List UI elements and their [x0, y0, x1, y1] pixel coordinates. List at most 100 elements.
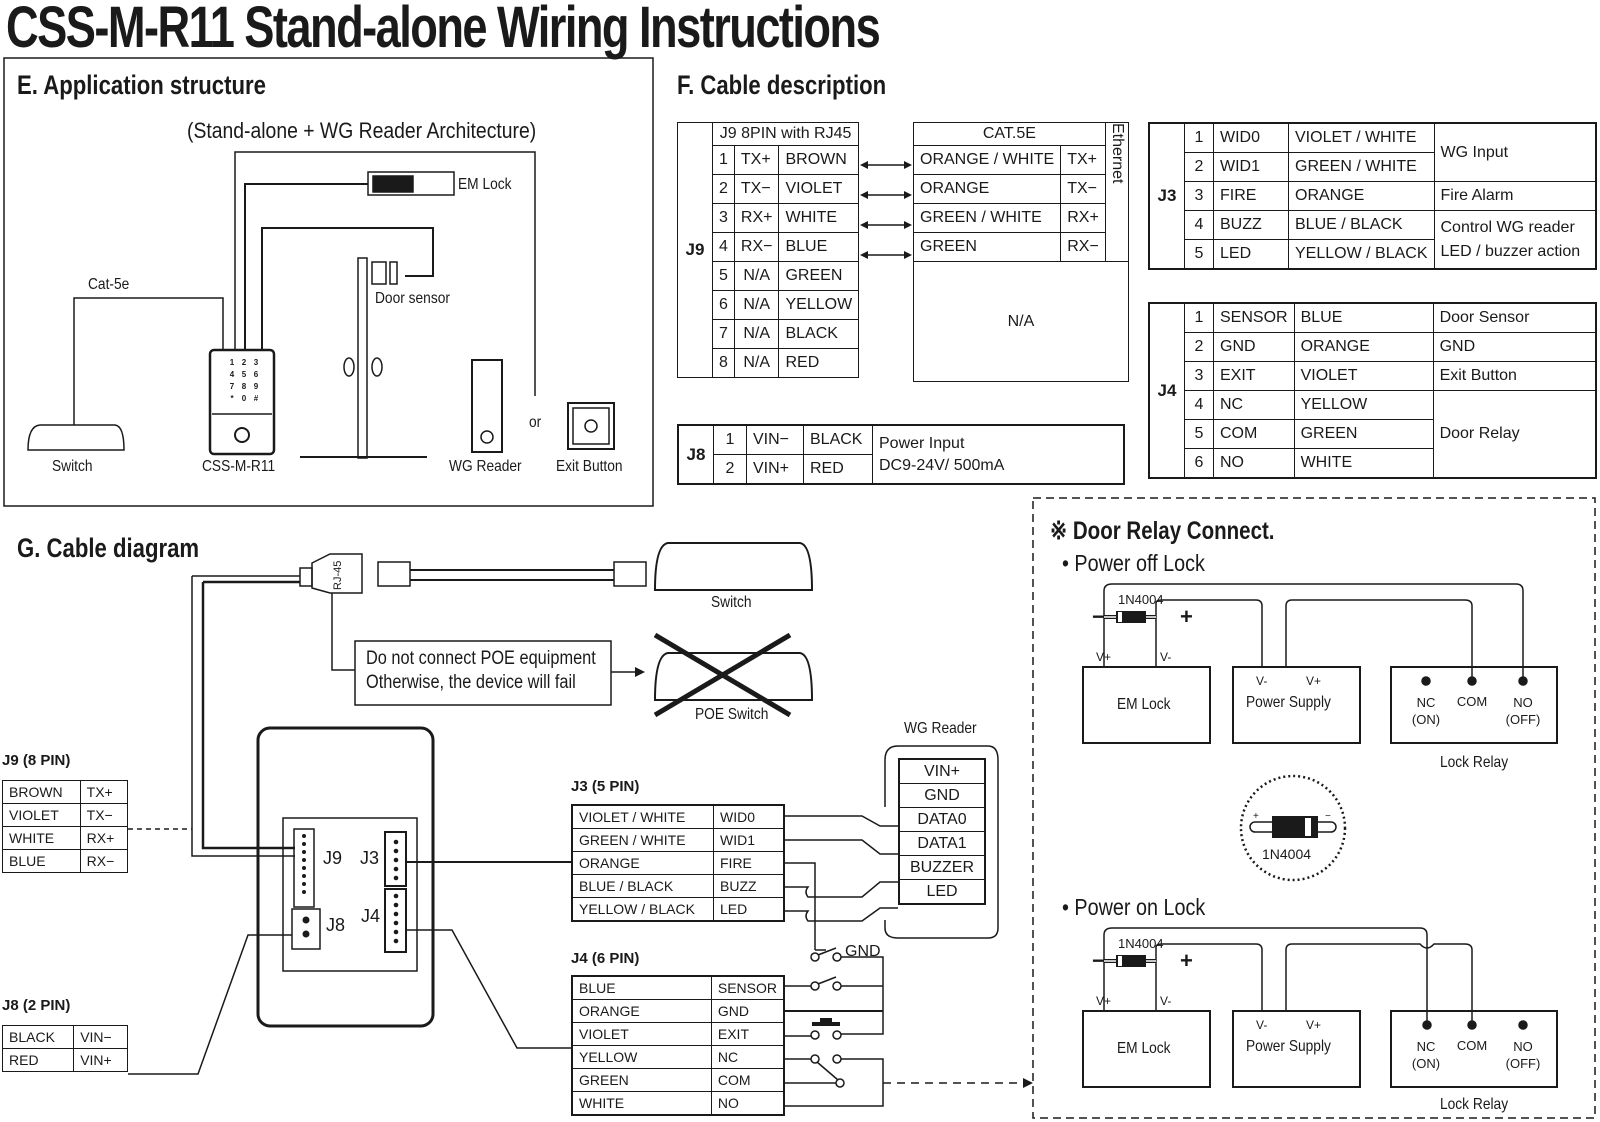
section-e-heading: E. Application structure	[17, 70, 266, 100]
wire-color: ORANGE	[1288, 181, 1435, 211]
relay-nc: NC(ON)	[1406, 1038, 1446, 1072]
signal: VIN−	[73, 1025, 128, 1049]
no-label: NO	[1513, 1039, 1533, 1054]
diode-detail-circle	[1239, 774, 1347, 882]
signal: NO	[1213, 448, 1295, 479]
section-g-heading: G. Cable diagram	[17, 533, 200, 563]
rj45-nub	[299, 567, 313, 587]
wg-reader-button-e	[480, 430, 494, 444]
wg-reader-body-e	[471, 359, 503, 453]
switch-label-g: Switch	[711, 594, 752, 611]
diode-plus: +	[1180, 604, 1193, 629]
wg-reader-label: WG Reader	[449, 458, 522, 475]
no-sub: (OFF)	[1505, 712, 1541, 727]
signal: WID1	[1213, 152, 1289, 182]
section-f-heading: F. Cable description	[677, 70, 887, 100]
wire-color: BLUE / BLACK	[1288, 210, 1435, 240]
em-lock-core	[372, 175, 414, 193]
exit-button-label: Exit Button	[556, 458, 623, 475]
wire-color: BROWN	[778, 145, 860, 175]
wg-pin: VIN+	[898, 758, 986, 784]
wire-color: WHITE	[1293, 448, 1434, 479]
board-label-j3: J3	[360, 848, 380, 868]
signal: NC	[1213, 390, 1295, 420]
signal: N/A	[733, 319, 780, 349]
nc-sub: (ON)	[1411, 712, 1441, 727]
board-label-j8: J8	[326, 915, 346, 935]
wire-wid0	[785, 815, 898, 827]
em-vplus: V+	[1096, 994, 1112, 1008]
j8-connector-label: J8	[677, 424, 714, 485]
wire-cat5e	[73, 297, 224, 425]
switch-body-g	[653, 542, 814, 591]
signal: EXIT	[710, 1022, 785, 1046]
door-sensor-desc: Door Sensor	[1432, 302, 1597, 333]
relay-com: COM	[1456, 694, 1488, 709]
pin: 2	[712, 174, 735, 204]
signal: BUZZ	[713, 874, 785, 898]
wg-pin: LED	[898, 879, 986, 905]
poe-switch-body	[653, 652, 814, 701]
wg-input-desc: WG Input	[1433, 122, 1597, 182]
poe-cross	[653, 632, 792, 718]
relay-no: NO(OFF)	[1500, 694, 1546, 728]
pin: 1	[713, 424, 747, 455]
power-supply-label: Power Supply	[1246, 694, 1331, 711]
wg-reader-pin-table: VIN+ GND DATA0 DATA1 BUZZER LED	[898, 758, 986, 905]
wg-reader-title: WG Reader	[904, 720, 977, 737]
power-spec: DC9-24V/ 500mA	[879, 456, 1005, 474]
wire-color: WHITE	[2, 826, 81, 850]
exit-button-press	[584, 419, 598, 433]
signal: SENSOR	[710, 975, 785, 1000]
wire-color: GREEN / WHITE	[571, 828, 714, 852]
signal: N/A	[733, 348, 780, 378]
pin: 6	[712, 290, 735, 320]
wire-color: VIOLET	[1293, 361, 1434, 391]
signal: LED	[713, 897, 785, 922]
power-input-label: Power Input	[879, 434, 965, 452]
warning-line1: Do not connect POE equipment	[366, 648, 596, 669]
signal: VIN+	[73, 1048, 128, 1072]
keypad-key: 1	[229, 358, 235, 367]
signal: WID0	[1213, 122, 1289, 153]
device-outline-g	[256, 726, 435, 1028]
relay-no: NO(OFF)	[1500, 1038, 1546, 1072]
board-label-j9: J9	[323, 848, 343, 868]
wire-color: BLACK	[1, 1025, 75, 1049]
door-relay-frame	[1032, 497, 1596, 1119]
or-label: or	[529, 414, 542, 431]
pin: 1	[1184, 122, 1214, 153]
exit-button-inner	[572, 407, 610, 445]
exit-button-desc: Exit Button	[1432, 361, 1597, 391]
warning-line2: Otherwise, the device will fail	[366, 672, 576, 693]
j3-connector-label: J3	[1148, 122, 1185, 270]
wire-color: RED	[803, 454, 873, 485]
keypad-key: 9	[253, 382, 259, 391]
rj45-label: RJ-45	[332, 560, 344, 590]
signal: COM	[1213, 419, 1295, 449]
wire-led	[785, 907, 898, 922]
j8-block-title: J8 (2 PIN)	[2, 997, 71, 1014]
cat5e-na: N/A	[913, 261, 1129, 382]
wire-poe-note	[331, 593, 355, 671]
pin: 2	[1184, 332, 1214, 362]
signal: RX−	[79, 849, 129, 873]
wire-color: ORANGE	[571, 999, 712, 1023]
wire-color: BROWN	[2, 780, 81, 804]
diode-label: 1N4004	[1118, 936, 1164, 951]
